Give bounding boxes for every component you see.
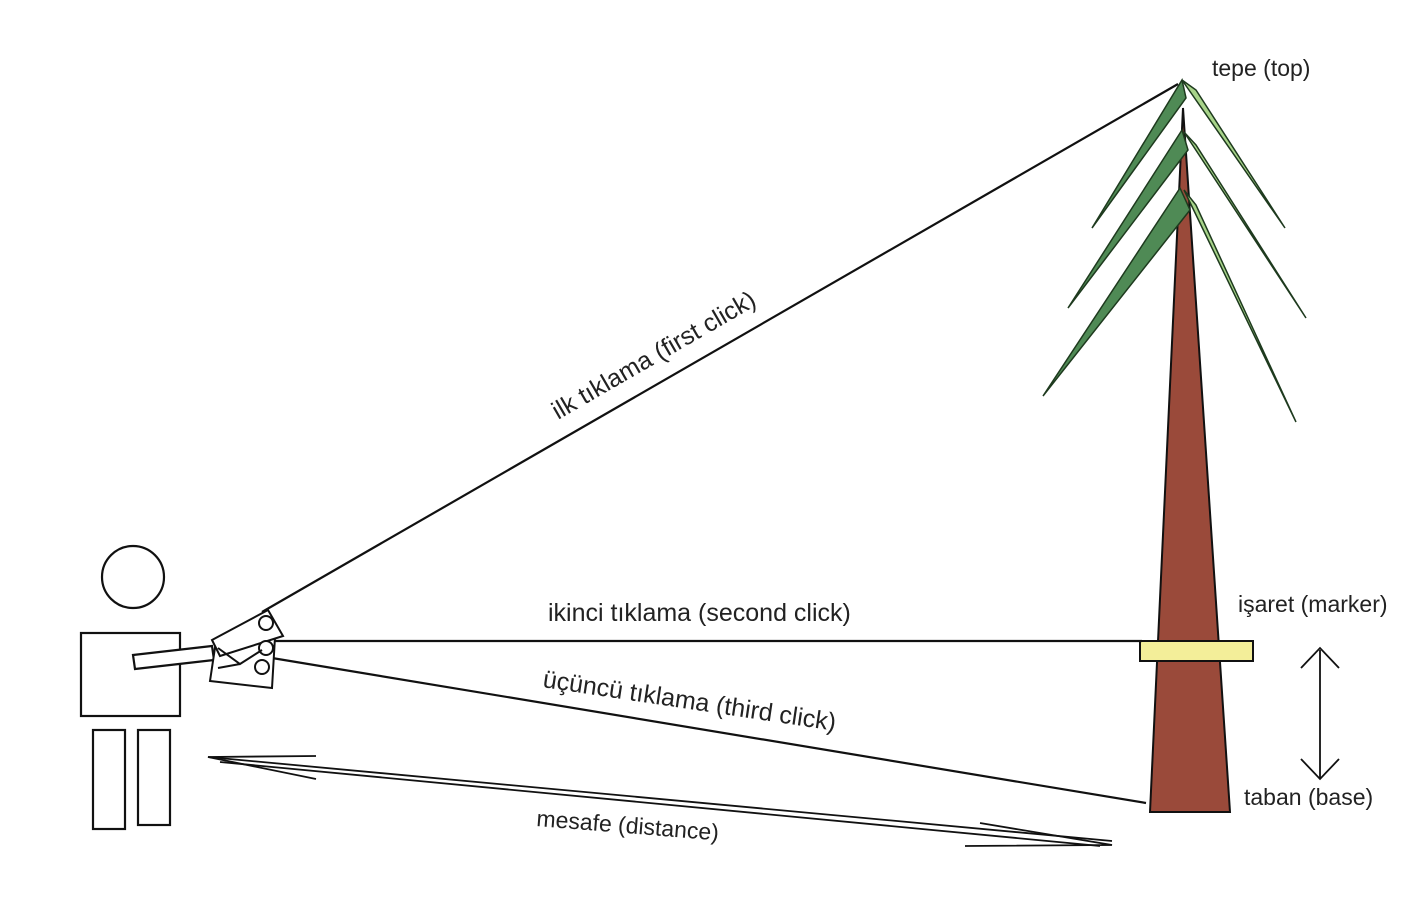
- branch-right-2: [1183, 131, 1307, 319]
- marker-base-arrow-head-top: [1300, 646, 1340, 669]
- person-leg-left: [91, 728, 127, 831]
- label-distance: mesafe (distance): [536, 805, 720, 845]
- label-top: tepe (top): [1212, 55, 1310, 81]
- person-figure: [79, 544, 216, 831]
- label-third-click: üçüncü tıklama (third click): [541, 665, 838, 736]
- sight-lines: [261, 83, 1179, 805]
- tree-foliage: [1042, 78, 1307, 423]
- label-second-click: ikinci tıklama (second click): [548, 599, 851, 627]
- distance-arrow-line-lower: [219, 761, 1101, 847]
- label-first-click: ilk tıklama (first click): [547, 286, 761, 426]
- distance-arrow: [207, 755, 1113, 847]
- distance-arrow-head-left: [207, 755, 317, 780]
- clinometer-device: [208, 608, 285, 690]
- device-line: [217, 663, 241, 669]
- distance-arrow-line-upper: [207, 756, 1113, 842]
- tree-marker-band: [1139, 640, 1254, 662]
- distance-arrow-head-right: [964, 822, 1113, 847]
- label-base: taban (base): [1244, 784, 1373, 810]
- person-body: [79, 631, 182, 718]
- device-lens-2: [258, 640, 274, 656]
- third-click-line: [271, 656, 1147, 805]
- branch-left-3: [1042, 186, 1191, 397]
- person-head: [100, 544, 166, 610]
- marker-base-arrow: [1300, 646, 1340, 781]
- tree-trunk: [1148, 107, 1232, 813]
- branch-right-3: [1183, 189, 1297, 423]
- branch-left-1: [1091, 78, 1187, 229]
- device-lens-3: [254, 659, 270, 675]
- branch-left-2: [1067, 128, 1189, 309]
- marker-base-arrow-head-bottom: [1300, 758, 1340, 781]
- tree: [1042, 78, 1307, 813]
- branch-right-1: [1181, 79, 1286, 229]
- first-click-line: [261, 83, 1179, 613]
- person-leg-right: [136, 728, 172, 827]
- device-lens-1: [258, 615, 274, 631]
- label-marker: işaret (marker): [1238, 591, 1388, 617]
